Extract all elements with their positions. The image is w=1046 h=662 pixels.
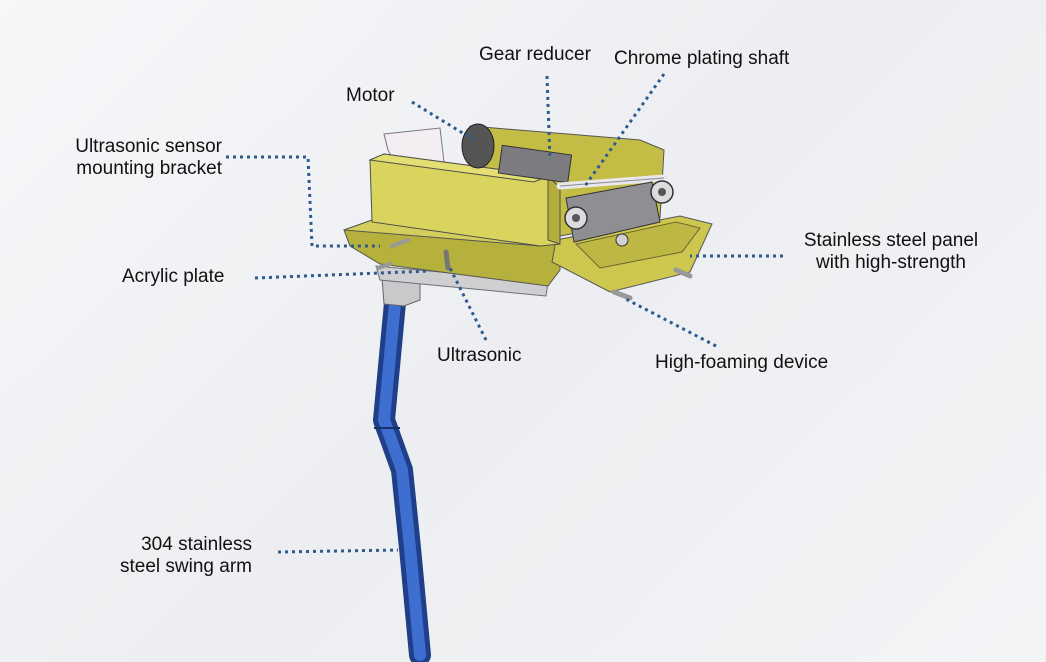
bolt-b xyxy=(376,262,392,270)
label-chrome-shaft: Chrome plating shaft xyxy=(614,48,790,69)
leader-chrome-shaft xyxy=(583,73,666,187)
label-swing-arm: 304 stainless steel swing arm xyxy=(120,534,252,577)
bolt-c xyxy=(443,249,451,271)
label-motor: Motor xyxy=(346,85,395,106)
leader-high-foaming xyxy=(623,296,717,348)
machine-illustration xyxy=(343,123,713,662)
motor xyxy=(461,123,495,169)
gear-reducer xyxy=(497,144,573,184)
label-stainless-panel: Stainless steel panel with high-strength xyxy=(803,230,979,273)
label-acrylic-plate: Acrylic plate xyxy=(122,266,225,287)
roller-small xyxy=(615,233,629,247)
roller-left-hub xyxy=(572,214,580,222)
bolt-a xyxy=(390,238,410,248)
leader-lines xyxy=(226,73,783,554)
main-housing-side xyxy=(547,174,561,245)
label-high-foaming: High-foaming device xyxy=(655,352,829,373)
leader-swing-arm xyxy=(277,548,399,554)
foot-a xyxy=(611,289,633,301)
label-gear-reducer: Gear reducer xyxy=(479,44,591,65)
leader-gear-reducer xyxy=(545,75,552,161)
leader-acrylic-plate xyxy=(254,269,431,280)
label-sensor-bracket: Ultrasonic sensor mounting bracket xyxy=(75,136,222,179)
chrome-shaft-edge xyxy=(559,177,665,187)
leader-sensor-bracket xyxy=(226,155,380,248)
leader-motor xyxy=(411,100,475,142)
right-tray-inner xyxy=(575,221,701,269)
swing-arm-highlight xyxy=(378,286,426,661)
roller-right-hub xyxy=(658,188,666,196)
foot-b xyxy=(673,267,693,279)
label-ultrasonic: Ultrasonic xyxy=(437,345,522,366)
